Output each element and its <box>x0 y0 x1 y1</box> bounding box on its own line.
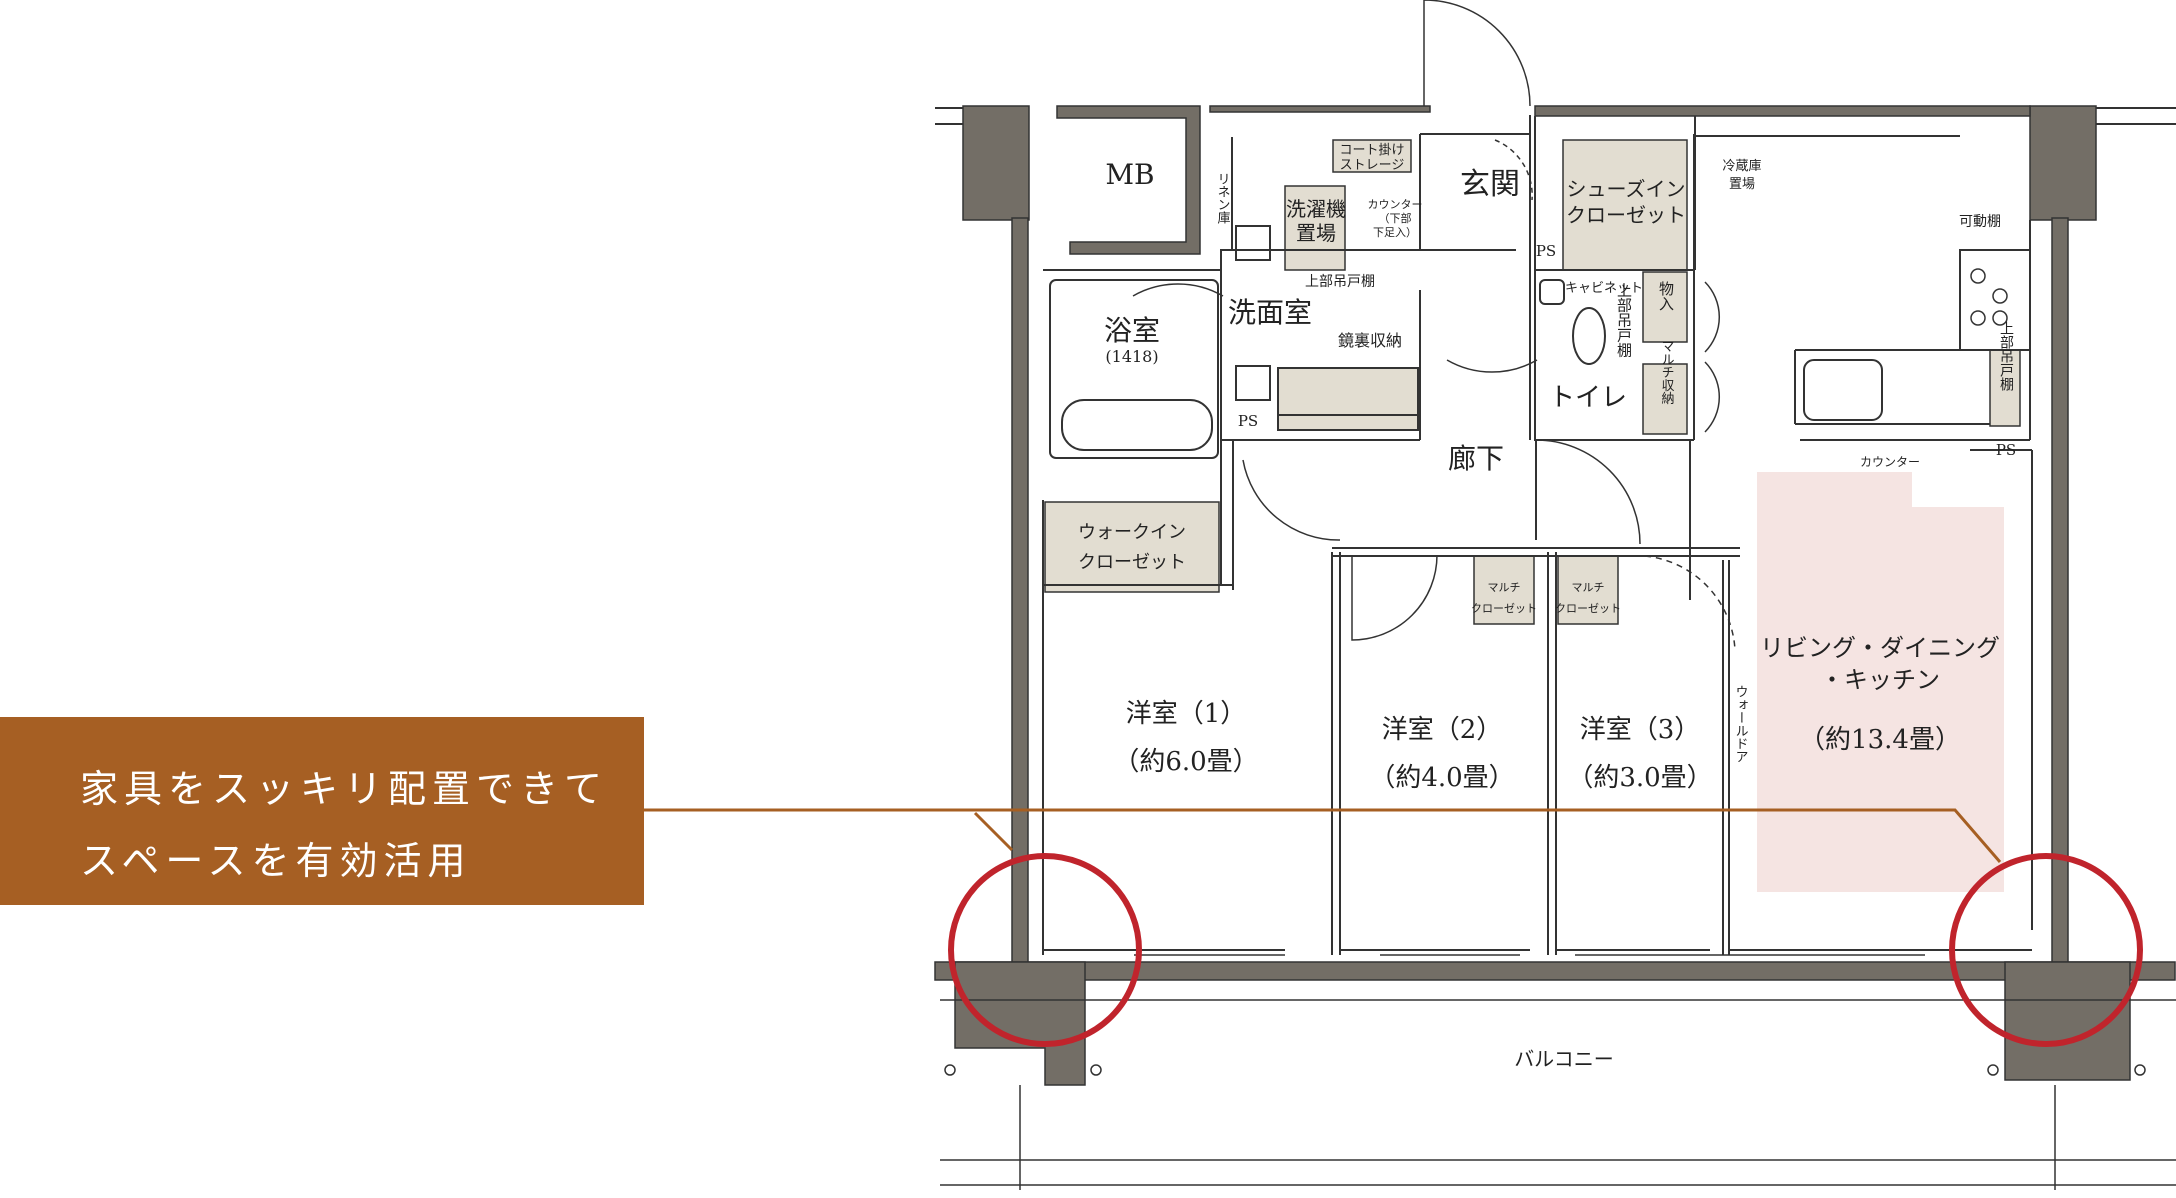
label-upper-v: 上部吊戸棚 <box>1615 283 1633 358</box>
label-upper-shelf: 上部吊戸棚 <box>1305 274 1375 290</box>
label-mb: MB <box>1105 158 1154 191</box>
label-counter-1: カウンター <box>1368 198 1423 211</box>
label-fridge-1: 冷蔵庫 <box>1722 159 1761 174</box>
label-movable-shelf: 可動棚 <box>1959 214 2001 230</box>
label-counter-3: 下足入） <box>1373 226 1417 239</box>
highlight-circle-right <box>1949 853 2143 1047</box>
label-upper-v2: 上部吊戸棚 <box>1998 321 2014 391</box>
label-room1-2: （約6.0畳） <box>1113 747 1258 777</box>
label-wic-1: ウォークイン <box>1078 522 1186 543</box>
label-shoes-1: シューズイン <box>1567 177 1686 201</box>
label-cabinet: キャビネット <box>1565 281 1643 296</box>
label-entrance: 玄関 <box>1460 167 1520 202</box>
label-room2-1: 洋室（2） <box>1382 715 1503 745</box>
label-ps-kitchen: PS <box>1996 441 2016 459</box>
label-mc-a-2: クローゼット <box>1471 602 1537 615</box>
label-coat-2: ストレージ <box>1340 158 1405 173</box>
label-mc-a-1: マルチ <box>1488 581 1521 594</box>
callout-leader <box>644 808 2002 863</box>
label-washroom: 洗面室 <box>1228 296 1312 329</box>
label-room3-2: （約3.0畳） <box>1567 763 1712 793</box>
label-fridge-2: 置場 <box>1729 177 1755 192</box>
partitions <box>1042 115 2033 955</box>
label-wall-door: ウォールドア <box>1733 685 1748 763</box>
label-toilet: トイレ <box>1549 383 1627 413</box>
label-bath: 浴室 <box>1104 314 1160 347</box>
label-ldk-3: （約13.4畳） <box>1799 725 1961 755</box>
label-mc-b-1: マルチ <box>1572 581 1605 594</box>
label-hallway: 廊下 <box>1448 442 1504 475</box>
stove-burners <box>1970 268 2008 326</box>
label-kitchen-counter: カウンター <box>1860 455 1920 469</box>
label-room3-1: 洋室（3） <box>1580 715 1701 745</box>
label-room1-1: 洋室（1） <box>1126 699 1247 729</box>
label-bath-size: (1418) <box>1105 347 1158 366</box>
label-shoes-2: クローゼット <box>1566 203 1686 227</box>
label-ps-bath: PS <box>1238 412 1258 430</box>
label-mirror: 鏡裏収納 <box>1338 331 1402 350</box>
label-counter-2: （下部 <box>1379 211 1412 225</box>
label-washer-2: 置場 <box>1296 221 1336 245</box>
label-ps-entrance: PS <box>1536 242 1556 260</box>
storage-areas <box>1044 139 2021 625</box>
label-ldk-1: リビング・ダイニング <box>1760 634 2000 662</box>
walls <box>934 105 2176 1086</box>
label-coat-1: コート掛け <box>1339 143 1404 158</box>
label-room2-2: （約4.0畳） <box>1369 763 1514 793</box>
callout-line-2: スペースを有効活用 <box>80 839 472 883</box>
label-wic-2: クローゼット <box>1078 552 1186 573</box>
label-balcony: バルコニー <box>1514 1047 1614 1071</box>
label-washer-1: 洗濯機 <box>1286 197 1346 221</box>
label-ldk-2: ・キッチン <box>1820 666 1940 694</box>
label-storage-1: 物入 <box>1657 281 1675 311</box>
label-linen: リネン庫 <box>1215 172 1231 224</box>
door-swings <box>1132 0 1736 651</box>
callout-box: 家具をスッキリ配置できて スペースを有効活用 <box>0 717 644 905</box>
label-mc-b-2: クローゼット <box>1555 602 1621 615</box>
highlight-circle-left <box>948 853 1142 1047</box>
label-multi-storage: マルチ収納 <box>1659 340 1675 406</box>
ldk-highlight <box>1757 472 2004 892</box>
windows <box>940 954 2176 1190</box>
callout-line-1: 家具をスッキリ配置できて <box>80 767 609 811</box>
